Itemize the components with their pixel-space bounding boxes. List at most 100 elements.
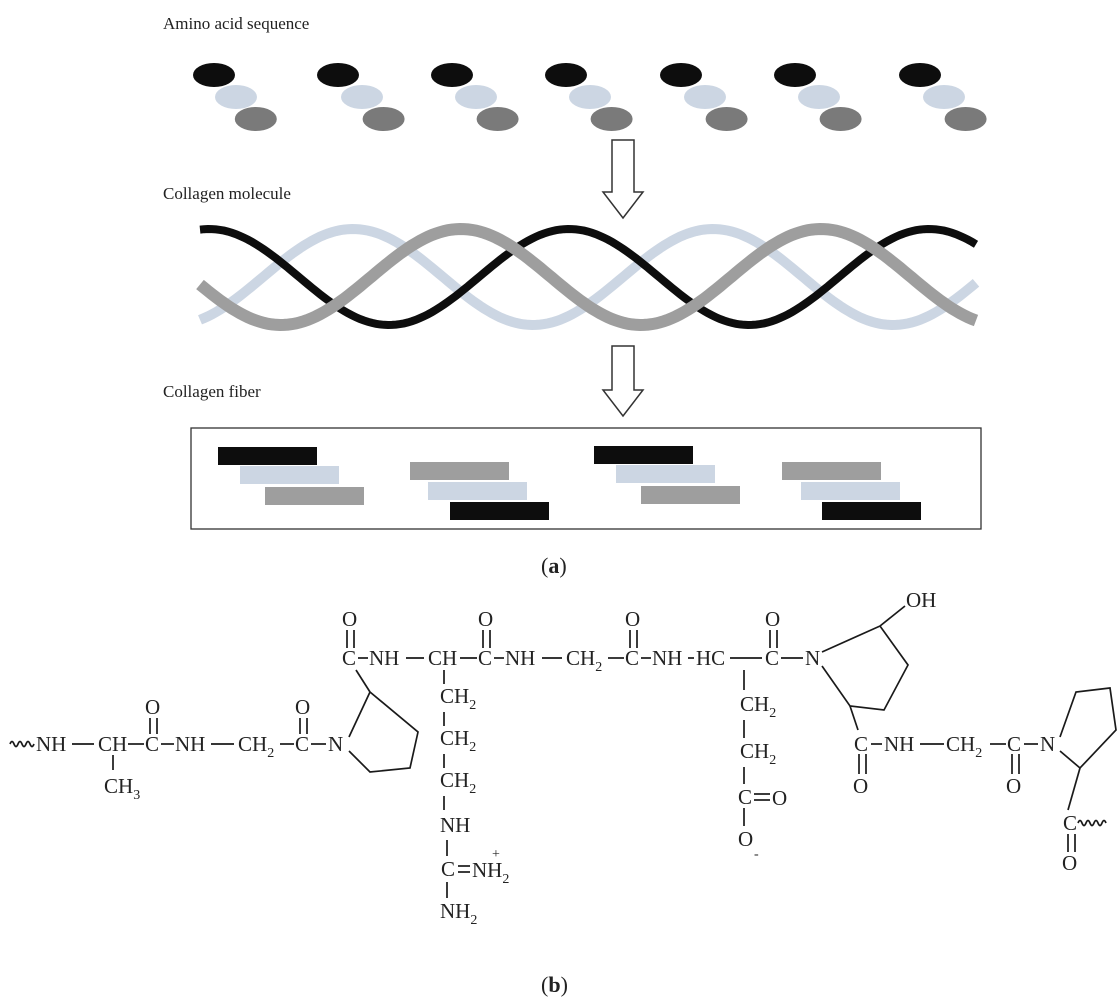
helix-strand-gray: [196, 222, 979, 332]
dot-gray: [705, 107, 748, 131]
helix-strand-black: [199, 224, 979, 330]
amino-acid-triplet: [660, 63, 748, 131]
fiber-bar: [265, 487, 364, 505]
svg-text:-: -: [754, 847, 759, 862]
svg-text:NH2: NH2: [472, 858, 509, 887]
fiber-bar: [240, 466, 339, 484]
fiber-bar: [822, 502, 921, 520]
dot-black: [317, 63, 359, 87]
svg-text:CH2: CH2: [238, 732, 274, 761]
amino-acid-triplet: [774, 63, 862, 131]
fiber-bar: [428, 482, 527, 500]
dot-light: [684, 85, 726, 109]
fiber-bundle: [218, 447, 364, 505]
svg-text:C: C: [765, 646, 779, 670]
svg-text:C: C: [854, 732, 868, 756]
svg-text:NH: NH: [369, 646, 399, 670]
panel-a: Amino acid sequence Collagen molecule Co…: [163, 14, 987, 578]
fiber-bar: [218, 447, 317, 465]
svg-text:O: O: [1006, 774, 1021, 798]
svg-text:CH2: CH2: [740, 739, 776, 768]
svg-text:O: O: [772, 786, 787, 810]
svg-text:+: +: [492, 847, 500, 862]
svg-text:O: O: [625, 607, 640, 631]
caption-b: (b): [541, 972, 568, 997]
dot-light: [798, 85, 840, 109]
svg-text:N: N: [328, 732, 343, 756]
svg-text:CH2: CH2: [740, 692, 776, 721]
arrow-down-1: [601, 139, 645, 220]
fiber-bar: [594, 446, 693, 464]
label-collagen-molecule: Collagen molecule: [163, 184, 291, 203]
svg-text:C: C: [342, 646, 356, 670]
svg-text:NH: NH: [440, 813, 470, 837]
dot-light: [923, 85, 965, 109]
dot-black: [899, 63, 941, 87]
svg-text:CH2: CH2: [440, 768, 476, 797]
svg-text:C: C: [1063, 811, 1077, 835]
amino-acid-triplet: [899, 63, 987, 131]
svg-text:O: O: [295, 695, 310, 719]
svg-text:O: O: [765, 607, 780, 631]
svg-text:CH: CH: [428, 646, 457, 670]
triple-helix: [196, 222, 980, 332]
dot-gray: [234, 107, 277, 131]
fiber-bars: [218, 446, 921, 520]
svg-text:CH2: CH2: [946, 732, 982, 761]
svg-text:O: O: [1062, 851, 1077, 875]
label-collagen-fiber: Collagen fiber: [163, 382, 261, 401]
dot-gray: [590, 107, 633, 131]
dot-black: [545, 63, 587, 87]
chain-end-right: [1077, 819, 1107, 827]
svg-text:C: C: [738, 785, 752, 809]
svg-text:CH2: CH2: [440, 684, 476, 713]
fiber-bundle: [594, 446, 740, 504]
svg-text:N: N: [805, 646, 820, 670]
dot-light: [455, 85, 497, 109]
fiber-bundle: [410, 462, 549, 520]
arrow-down-2: [601, 345, 645, 418]
fiber-bar: [782, 462, 881, 480]
svg-text:C: C: [478, 646, 492, 670]
svg-text:N: N: [1040, 732, 1055, 756]
svg-text:C: C: [1007, 732, 1021, 756]
chain-row-lower: NH CH C NH CH2 C N CH3 O O: [36, 669, 419, 803]
dot-gray: [362, 107, 405, 131]
panel-b: NH CH C NH CH2 C N CH3 O O: [9, 588, 1117, 997]
svg-text:C: C: [295, 732, 309, 756]
amino-acid-triplet: [431, 63, 519, 131]
svg-text:O: O: [853, 774, 868, 798]
amino-acid-triplet: [317, 63, 405, 131]
svg-text:OH: OH: [906, 588, 936, 612]
label-amino-acid-sequence: Amino acid sequence: [163, 14, 309, 33]
amino-acid-dots: [193, 63, 987, 131]
svg-text:O: O: [478, 607, 493, 631]
fiber-bar: [801, 482, 900, 500]
chain-row-right: C O NH CH2 C O N C O: [853, 687, 1117, 875]
svg-text:NH2: NH2: [440, 899, 477, 928]
chain-row-upper: C O NH CH C O NH CH2 C O NH HC: [342, 588, 936, 928]
svg-text:O: O: [342, 607, 357, 631]
svg-text:NH: NH: [505, 646, 535, 670]
svg-text:O: O: [738, 827, 753, 851]
dot-black: [431, 63, 473, 87]
svg-text:O: O: [145, 695, 160, 719]
fiber-bundle: [782, 462, 921, 520]
amino-acid-triplet: [193, 63, 277, 131]
fiber-bar: [410, 462, 509, 480]
dot-gray: [944, 107, 987, 131]
svg-text:C: C: [441, 857, 455, 881]
svg-text:NH: NH: [36, 732, 66, 756]
dot-light: [215, 85, 257, 109]
dot-gray: [819, 107, 862, 131]
dot-light: [341, 85, 383, 109]
fiber-box: [190, 427, 982, 530]
svg-text:NH: NH: [175, 732, 205, 756]
svg-text:C: C: [625, 646, 639, 670]
svg-text:NH: NH: [884, 732, 914, 756]
fiber-bar: [641, 486, 740, 504]
amino-acid-triplet: [545, 63, 633, 131]
dot-black: [193, 63, 235, 87]
dot-black: [774, 63, 816, 87]
